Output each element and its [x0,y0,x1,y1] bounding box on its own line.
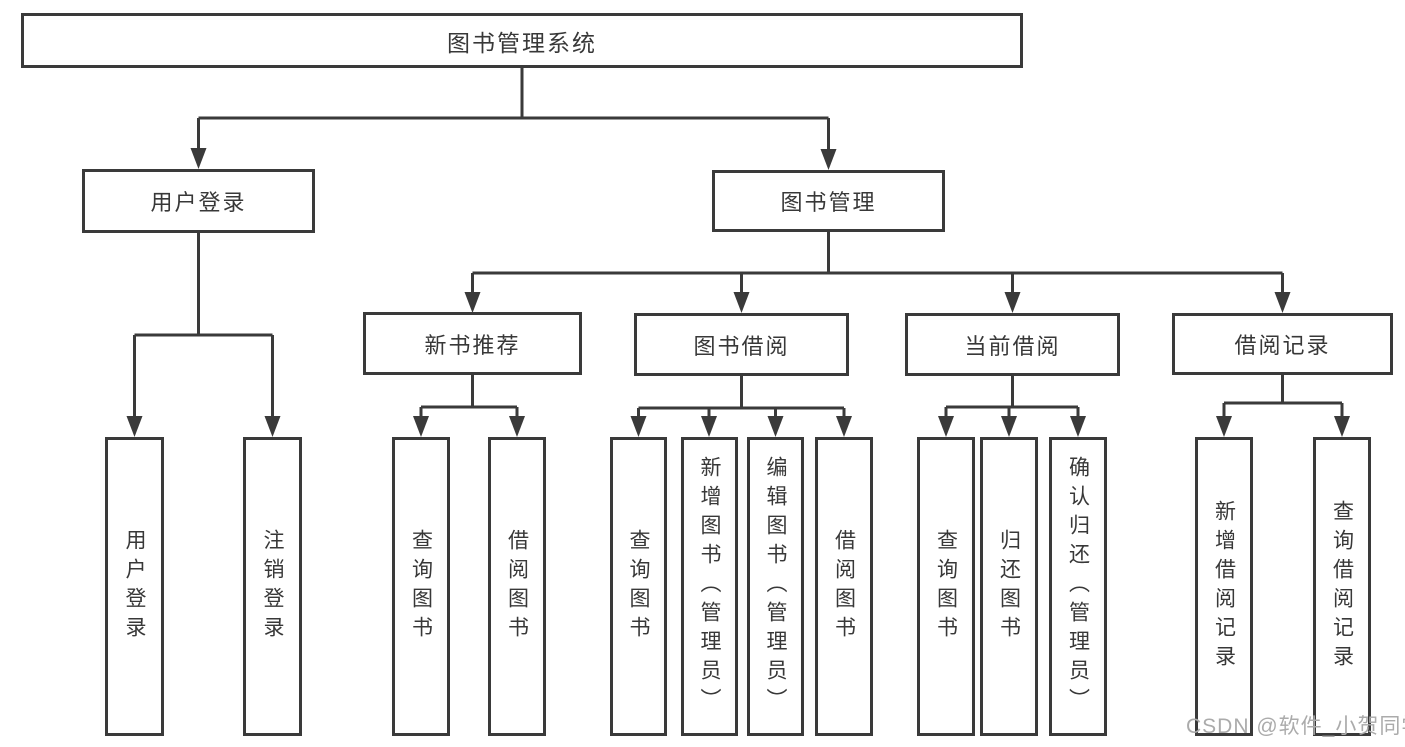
leaf-logout: 注销登录 [243,437,302,736]
node-label: 查询图书 [409,528,433,645]
arrowhead-icon [733,292,750,313]
node-label: 新增图书（管理员） [698,456,721,717]
arrowhead-icon [630,416,647,437]
node-new-book-recommend: 新书推荐 [363,312,582,375]
arrowhead-icon [264,416,281,437]
leaf-borrow-books-recommend: 借阅图书 [488,437,546,736]
node-label: 归还图书 [997,528,1021,645]
arrowhead-icon [1001,416,1017,437]
arrowhead-icon [464,292,481,313]
arrowhead-icon [509,416,525,437]
node-label: 借阅图书 [832,528,856,645]
node-book-borrowing: 图书借阅 [634,313,849,376]
leaf-user-login: 用户登录 [105,437,164,736]
arrowhead-icon [767,416,784,437]
node-label: 用户登录 [123,528,146,645]
leaf-edit-book-admin: 编辑图书（管理员） [747,437,804,736]
node-label: 新增借阅记录 [1212,499,1236,674]
arrowhead-icon [836,416,852,437]
node-label: 图书借阅 [693,333,790,359]
leaf-query-books-recommend: 查询图书 [392,437,450,736]
node-label: 当前借阅 [964,333,1061,359]
leaf-add-borrow-record: 新增借阅记录 [1195,437,1253,736]
arrowhead-icon [701,416,717,437]
leaf-borrow-books-borrow: 借阅图书 [815,437,873,736]
node-current-borrowing: 当前借阅 [905,313,1120,376]
arrowhead-icon [1274,292,1291,313]
leaf-return-books: 归还图书 [980,437,1038,736]
node-label: 查询图书 [934,528,958,645]
arrowhead-icon [820,149,837,170]
node-book-management: 图书管理 [712,170,945,232]
arrowhead-icon [126,416,143,437]
node-label: 图书管理系统 [447,29,597,56]
node-library-system: 图书管理系统 [21,13,1023,68]
arrowhead-icon [1216,416,1232,437]
node-borrow-records: 借阅记录 [1172,313,1393,375]
node-label: 查询借阅记录 [1330,499,1354,674]
node-label: 图书管理 [780,190,877,215]
arrowhead-icon [938,416,954,437]
node-label: 借阅记录 [1234,333,1331,358]
leaf-confirm-return-admin: 确认归还（管理员） [1049,437,1107,736]
arrowhead-icon [413,416,429,437]
leaf-query-books-borrow: 查询图书 [610,437,667,736]
arrowhead-icon [1334,416,1350,437]
leaf-add-book-admin: 新增图书（管理员） [681,437,738,736]
node-label: 查询图书 [627,528,650,645]
watermark-text: CSDN @软件_小贺同学 [1186,715,1405,738]
leaf-query-books-current: 查询图书 [917,437,975,736]
node-label: 确认归还（管理员） [1066,456,1090,717]
node-user-login: 用户登录 [82,169,315,233]
node-label: 新书推荐 [424,332,521,358]
leaf-query-borrow-record: 查询借阅记录 [1313,437,1371,736]
node-label: 注销登录 [261,528,284,645]
arrowhead-icon [1004,292,1021,313]
arrowhead-icon [1070,416,1086,437]
node-label: 用户登录 [150,190,247,215]
node-label: 编辑图书（管理员） [764,456,787,717]
node-label: 借阅图书 [505,528,529,645]
arrowhead-icon [190,148,207,169]
arrowheads [126,148,1350,437]
